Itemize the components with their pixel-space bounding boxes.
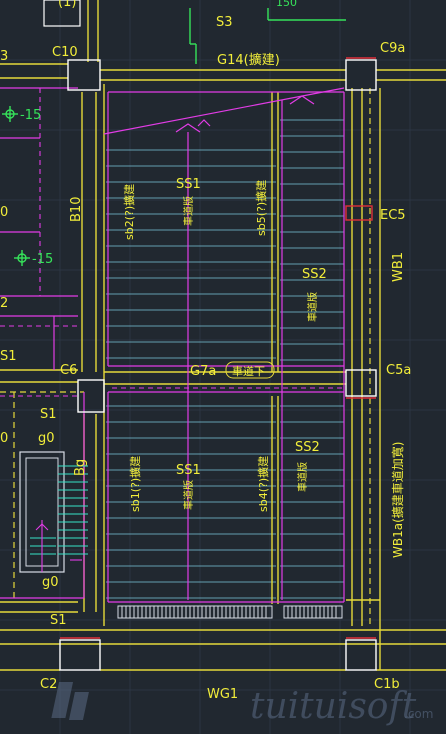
label-bg: Bg [73,459,88,476]
label-ss2-top: SS2 [302,267,327,282]
column-top-left [43,0,81,27]
slab-outlines [0,87,345,603]
slab-hatch-top-right [280,119,344,361]
slab-hatch-top-left [106,149,276,359]
column-c1b [345,639,377,671]
small-stair [19,451,88,573]
column-ec5 [345,205,373,221]
column-c2 [59,639,101,671]
label-150: 150 [276,0,297,9]
red-marks [60,57,376,639]
label-g7a: G7a [190,364,216,379]
label-lane-2: 車道版 [306,292,319,322]
label-ec5: EC5 [380,208,406,223]
label-fragment-2: 2 [0,296,8,311]
drain-grating [117,605,343,619]
label-g0-top: g0 [38,431,55,446]
label-c6: C6 [60,363,77,378]
column-c10 [67,59,101,91]
label-g14: G14(擴建) [217,52,280,68]
label-lane-4: 車道版 [296,462,309,492]
dashed-beam-lines [0,88,371,626]
label-g0-bottom: g0 [42,575,59,590]
label-s1-b: S1 [40,407,57,422]
label-wb1a: WB1a(擴建車道加寬) [390,442,405,558]
column-c9a [345,59,377,91]
ramp-arrow-top [175,95,315,133]
label-lane-3: 車道版 [182,480,195,510]
label-c9a: C9a [380,41,405,56]
label-level-15-a: -15 [20,108,41,123]
slab-hatch-bottom-left [106,405,276,599]
label-s1-c: S1 [50,613,67,628]
green-annotations [2,8,346,266]
column-c6 [77,379,105,413]
label-sb1: sb1(?)擴建 [128,456,142,512]
label-c2: C2 [40,677,57,692]
label-level-15-b: -15 [32,252,53,267]
label-ss1-top: SS1 [176,177,201,192]
label-c10: C10 [52,45,78,60]
label-sb4: sb4(?)擴建 [256,456,270,512]
label-sb2: sb2(?)擴建 [122,184,136,240]
label-g7a-group: G7a 車道下 [190,361,275,379]
slab-dashed-outlines [0,88,344,397]
label-s3: S3 [216,15,233,30]
label-sb5: sb5(?)擴建 [254,180,268,236]
label-fragment-3: 3 [0,49,8,64]
beam-lines [0,0,446,671]
label-fragment-1: (1) [58,0,76,10]
label-c5a: C5a [386,363,411,378]
watermark-domain: .com [404,707,433,721]
label-ss2-bottom: SS2 [295,440,320,455]
label-b10: B10 [69,197,84,222]
watermark-brand: tuituisoft [250,686,417,727]
column-c5a [345,369,377,397]
label-g7a-note: 車道下 [232,364,265,378]
slab-hatch-bottom-right [280,405,344,599]
label-wg1: WG1 [207,687,238,702]
watermark-logo-icon [51,682,89,720]
label-c1b: C1b [374,677,400,692]
label-wb1: WB1 [391,252,406,282]
label-lane-1: 車道版 [182,196,195,226]
watermark: tuituisoft .com [51,682,433,727]
label-fragment-0b: 0 [0,431,8,446]
label-ss1-bottom: SS1 [176,463,201,478]
label-s1-a: S1 [0,349,17,364]
label-fragment-0a: 0 [0,205,8,220]
